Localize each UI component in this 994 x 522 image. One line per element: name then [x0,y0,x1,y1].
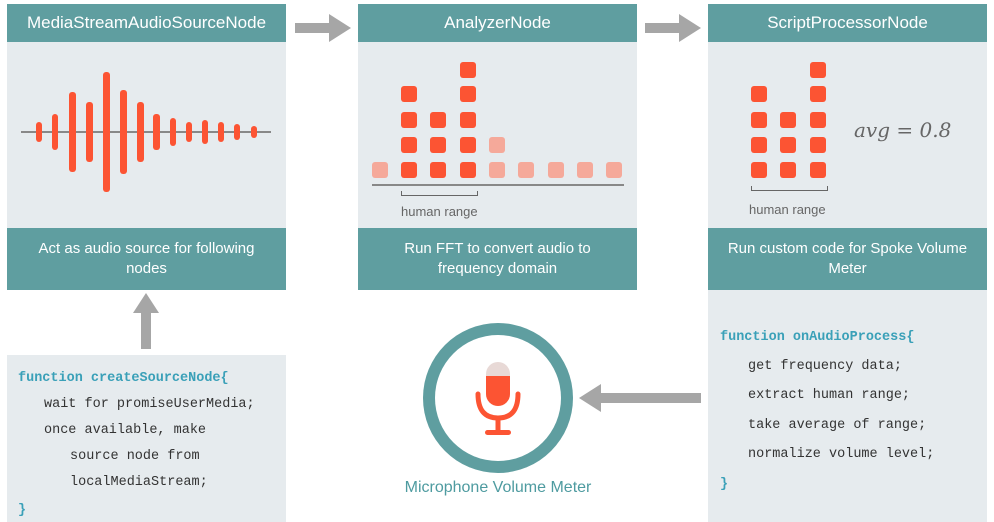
analyzer-node-description: Run FFT to convert audio to frequency do… [358,228,637,290]
code-line: } [18,503,27,518]
frequency-square [430,112,446,128]
waveform-bar [202,120,208,144]
human-range-label: human range [749,202,826,217]
frequency-square [489,137,505,153]
code-line: normalize volume level; [748,447,935,462]
arrow-right-icon [645,14,701,42]
range-square [751,137,767,153]
human-range-bracket [751,186,828,191]
range-square [780,112,796,128]
range-square [810,137,826,153]
frequency-square [401,137,417,153]
frequency-square [489,162,505,178]
source-node-title: MediaStreamAudioSourceNode [7,4,286,42]
code-line: wait for promiseUserMedia; [44,397,255,412]
range-square [751,112,767,128]
waveform-bar [186,122,192,142]
waveform-baseline [21,131,271,133]
frequency-square [430,137,446,153]
volume-meter-inner [435,335,561,461]
frequency-square [460,137,476,153]
processor-node-description: Run custom code for Spoke Volume Meter [708,228,987,290]
process-code-block: function onAudioProcess{ get frequency d… [708,290,987,522]
source-code-block: function createSourceNode{ wait for prom… [7,355,286,522]
frequency-square [518,162,534,178]
waveform-bar [137,102,144,162]
frequency-square [548,162,564,178]
human-range-label: human range [401,204,478,219]
waveform-bar [52,114,58,150]
frequency-square [401,162,417,178]
arrow-right-icon [295,14,351,42]
source-node: MediaStreamAudioSourceNode Act as audio … [7,4,286,290]
waveform-panel [7,42,286,228]
frequency-square [460,62,476,78]
frequency-square [460,112,476,128]
waveform-bar [103,72,110,192]
code-line: take average of range; [748,418,927,433]
frequency-square [460,162,476,178]
code-line: function createSourceNode{ [18,371,229,386]
processor-panel: human range avg = 0.8 [708,42,987,228]
range-square [810,86,826,102]
waveform-bar [69,92,76,172]
code-line: localMediaStream; [70,475,208,490]
frequency-square [401,112,417,128]
range-square [780,137,796,153]
frequency-axis [372,184,624,186]
waveform-bar [86,102,93,162]
analyzer-node: AnalyzerNode human range Run FFT to conv… [358,4,637,290]
code-line: once available, make [44,423,207,438]
frequency-square [401,86,417,102]
range-square [810,62,826,78]
waveform-bar [234,124,240,140]
range-square [751,86,767,102]
waveform-bar [120,90,127,174]
source-node-description: Act as audio source for following nodes [7,228,286,290]
range-square [751,162,767,178]
processor-node-title: ScriptProcessorNode [708,4,987,42]
range-square [810,112,826,128]
arrow-left-icon [579,384,701,412]
range-square [780,162,796,178]
waveform-bar [36,122,42,142]
frequency-panel: human range [358,42,637,228]
waveform-bar [251,126,257,138]
volume-meter-label: Microphone Volume Meter [404,479,592,496]
human-range-bracket [401,191,478,196]
code-line: source node from [70,449,200,464]
microphone-icon [475,362,521,435]
analyzer-node-title: AnalyzerNode [358,4,637,42]
code-line: } [720,477,729,492]
frequency-square [460,86,476,102]
waveform-bar [218,122,224,142]
frequency-square [577,162,593,178]
code-line: function onAudioProcess{ [720,330,915,345]
processor-node: ScriptProcessorNode human range avg = 0.… [708,4,987,290]
frequency-square [372,162,388,178]
frequency-square [430,162,446,178]
frequency-square [606,162,622,178]
average-value: avg = 0.8 [854,118,952,142]
waveform-bar [170,118,176,146]
arrow-up-icon [133,293,159,349]
code-line: get frequency data; [748,359,902,374]
code-line: extract human range; [748,388,911,403]
waveform-bar [153,114,160,150]
range-square [810,162,826,178]
volume-meter [423,323,573,473]
